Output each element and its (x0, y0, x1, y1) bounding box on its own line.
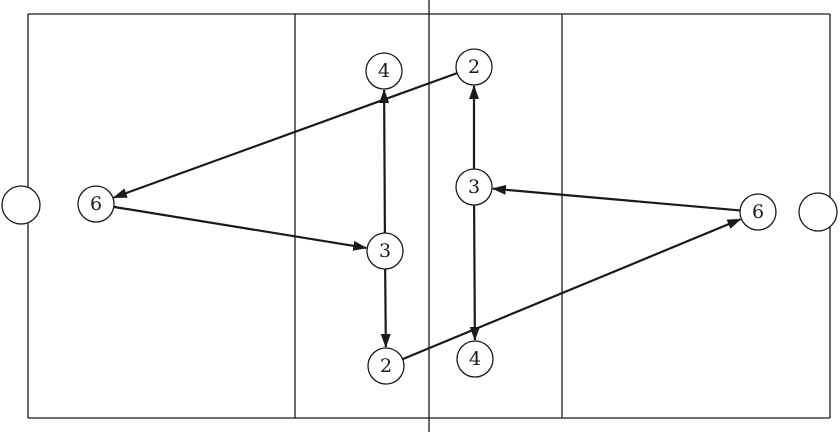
player-circle (365, 52, 403, 90)
player-number: 3 (379, 240, 391, 262)
player-left-6: 6 (77, 185, 115, 223)
players: 6 4 3 2 2 3 4 6 (77, 48, 777, 385)
pass-arrow-right-2-to-left-6 (112, 72, 458, 199)
player-right-3: 3 (455, 168, 493, 206)
player-number: 6 (752, 201, 764, 223)
player-number: 4 (378, 60, 390, 82)
player-number: 6 (90, 193, 102, 215)
pass-arrow-right-6-to-right-3 (491, 184, 741, 212)
player-right-4: 4 (456, 340, 494, 378)
player-circle (366, 232, 404, 270)
player-number: 2 (380, 355, 392, 377)
court (27, 0, 831, 432)
player-circle (455, 168, 493, 206)
player-left-4: 4 (365, 52, 403, 90)
player-number: 3 (468, 176, 480, 198)
antennas (1, 185, 838, 232)
player-left-3: 3 (366, 232, 404, 270)
player-circle (455, 48, 493, 86)
player-right-6: 6 (739, 193, 777, 231)
passes (112, 72, 742, 361)
pass-arrow-left-2-to-right-6 (402, 218, 742, 361)
player-right-2: 2 (455, 48, 493, 86)
pass-arrow-left-3-to-left-4 (379, 88, 390, 234)
player-number: 4 (469, 348, 481, 370)
right-post-marker (798, 192, 838, 232)
pass-arrow-left-6-to-left-3 (113, 205, 368, 251)
player-circle (367, 347, 405, 385)
pass-arrow-right-3-to-right-4 (469, 204, 480, 342)
pass-arrow-left-3-to-left-2 (380, 268, 391, 349)
player-left-2: 2 (367, 347, 405, 385)
left-post-marker (1, 185, 41, 225)
player-number: 2 (468, 56, 480, 78)
player-circle (77, 185, 115, 223)
player-circle (456, 340, 494, 378)
player-circle (739, 193, 777, 231)
